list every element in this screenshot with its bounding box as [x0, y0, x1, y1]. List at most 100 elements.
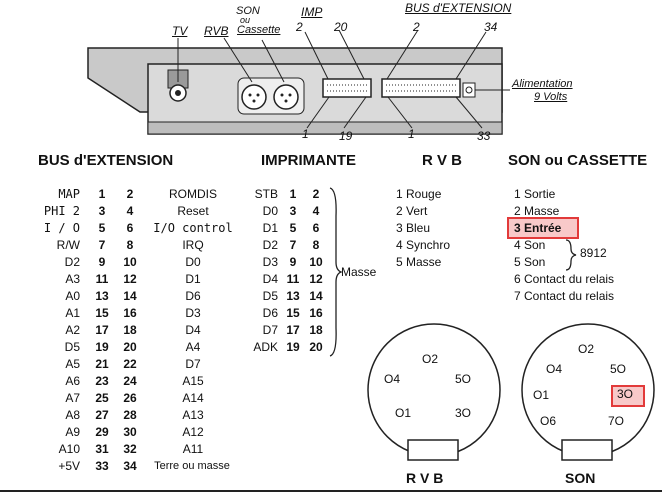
bus-port-label: BUS d'EXTENSION: [405, 1, 512, 15]
imp-pin-odd: 11: [286, 272, 300, 286]
rvb-pin-item: 1 Rouge: [396, 187, 442, 201]
imp-pin-19: 19: [339, 129, 353, 143]
bus-pin-odd: 19: [95, 340, 109, 354]
bus-pin-odd: 21: [95, 357, 109, 371]
bus-signal-right: A4: [185, 340, 201, 354]
son-pin-item: 3 Entrée: [514, 221, 562, 235]
imp-pin-odd: 7: [289, 238, 297, 252]
bus-pin-34: 34: [484, 20, 498, 34]
imp-pin-odd: 15: [286, 306, 300, 320]
son-pin-7: 7O: [608, 414, 625, 428]
bus-signal-right: A12: [182, 425, 204, 439]
imp-port-label: IMP: [301, 5, 323, 19]
bus-pin-even: 20: [123, 340, 137, 354]
bottom-rule: [0, 490, 662, 492]
son-pin-item: 7 Contact du relais: [514, 289, 615, 303]
imp-pin-odd: 1: [289, 187, 297, 201]
bus-pin-odd: 25: [95, 391, 109, 405]
imp-signal: STB: [254, 187, 278, 201]
rvb-pin-item: 3 Bleu: [396, 221, 431, 235]
imp-pin-even: 16: [309, 306, 323, 320]
rvb-pin-item: 5 Masse: [396, 255, 442, 269]
imp-header: IMPRIMANTE: [261, 152, 356, 169]
bus-pin-odd: 13: [95, 289, 109, 303]
imp-pin-even: 8: [312, 238, 320, 252]
imp-signal: D0: [262, 204, 278, 218]
imp-signal: D7: [262, 323, 278, 337]
masse-label: Masse: [341, 265, 377, 279]
bus-pin-even: 16: [123, 306, 137, 320]
bus-signal-right: Reset: [177, 204, 209, 218]
bus-pin-odd: 1: [98, 187, 106, 201]
bus-signal-left: A2: [65, 323, 80, 337]
bus-pin-odd: 3: [98, 204, 106, 218]
bus-signal-right: D6: [185, 289, 201, 303]
bus-pin-odd: 15: [95, 306, 109, 320]
son-pin-4: O4: [546, 362, 563, 376]
son-header: SON ou CASSETTE: [508, 152, 648, 169]
bus-signal-left: A3: [65, 272, 80, 286]
bus-pin-even: 12: [123, 272, 137, 286]
son-8912-label: 8912: [580, 246, 607, 260]
rvb-pin-item: 4 Synchro: [396, 238, 451, 252]
son-din-connector: [521, 323, 655, 461]
son-pin-2: O2: [578, 342, 595, 356]
imp-signal: D1: [262, 221, 278, 235]
bus-pin-odd: 27: [95, 408, 109, 422]
bus-signal-right: D1: [185, 272, 201, 286]
rvb-connector-label: R V B: [406, 470, 444, 486]
bus-pin-even: 22: [123, 357, 137, 371]
bus-pin-even: 4: [126, 204, 134, 218]
device-illustration: [87, 29, 510, 135]
son-pin-6: O6: [540, 414, 557, 428]
imp-signal: D2: [262, 238, 278, 252]
imp-pin-1: 1: [302, 127, 309, 141]
masse-brace: [329, 187, 342, 357]
imp-pin-even: 20: [309, 340, 323, 354]
bus-signal-left: I / O: [43, 221, 80, 235]
bus-signal-left: D2: [64, 255, 80, 269]
bus-header: BUS d'EXTENSION: [38, 152, 174, 169]
rvb-pin-item: 2 Vert: [396, 204, 428, 218]
imp-pin-even: 6: [312, 221, 320, 235]
bus-pin-even: 32: [123, 442, 137, 456]
imp-pin-odd: 17: [286, 323, 300, 337]
bus-signal-left: PHI 2: [43, 204, 80, 218]
imp-pin-even: 18: [309, 323, 323, 337]
imp-signal: D5: [262, 289, 278, 303]
imp-pin-even: 4: [312, 204, 320, 218]
bus-signal-left: D5: [64, 340, 80, 354]
bus-signal-right: ROMDIS: [169, 187, 217, 201]
bus-pin-odd: 9: [98, 255, 106, 269]
imp-signal: D6: [262, 306, 278, 320]
son-pin-3: 3O: [617, 387, 634, 401]
bus-signal-right: D4: [185, 323, 201, 337]
son-pin-item: 1 Sortie: [514, 187, 556, 201]
bus-signal-left: +5V: [58, 459, 80, 473]
bus-signal-left: A10: [58, 442, 80, 456]
bus-pin-even: 26: [123, 391, 137, 405]
bus-pin-odd: 5: [98, 221, 106, 235]
bus-pin-1: 1: [408, 127, 415, 141]
bus-pin-33: 33: [477, 129, 491, 143]
imp-pin-even: 14: [309, 289, 323, 303]
rvb-port-label: RVB: [204, 24, 229, 38]
bus-pin-even: 2: [126, 187, 134, 201]
imp-pin-even: 12: [309, 272, 323, 286]
son-port-label-3: Cassette: [237, 24, 281, 36]
bus-pin-even: 10: [123, 255, 137, 269]
rvb-pin-4: O4: [384, 372, 401, 386]
alim-label-1: Alimentation: [512, 78, 573, 90]
bus-pin-even: 24: [123, 374, 137, 388]
imp-pin-odd: 13: [286, 289, 300, 303]
imp-pin-even: 2: [312, 187, 320, 201]
bus-pin-odd: 17: [95, 323, 109, 337]
bus-signal-right: A11: [182, 442, 204, 456]
imp-pin-odd: 5: [289, 221, 297, 235]
bus-signal-left: A7: [65, 391, 80, 405]
bus-signal-right: I/O control: [153, 221, 233, 235]
bus-pin-odd: 23: [95, 374, 109, 388]
bus-signal-right: D7: [185, 357, 201, 371]
bus-pin-odd: 33: [95, 459, 109, 473]
